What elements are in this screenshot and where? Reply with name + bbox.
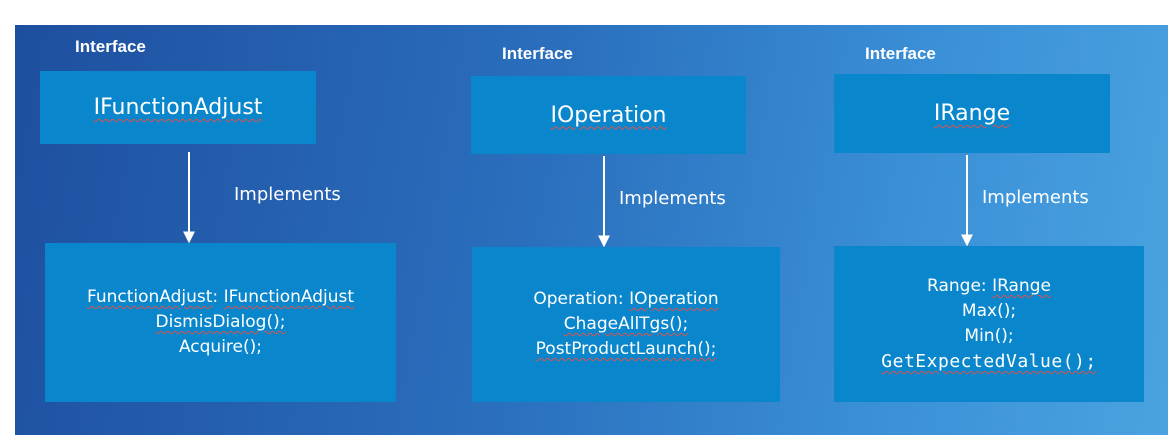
implements-label-3: Implements [982, 187, 1089, 208]
class-interface: IFunctionAdjust [223, 287, 355, 307]
method-name: ChageAllTgs(); [563, 314, 689, 334]
interface-box-irange: IRange [834, 74, 1110, 153]
method-name: Acquire(); [178, 337, 263, 357]
class-sep: : [980, 276, 993, 296]
method-name: DismisDialog(); [155, 312, 286, 332]
class-interface: IOperation [629, 289, 719, 309]
method-line: PostProductLaunch(); [536, 337, 717, 362]
interface-label-3: Interface [865, 44, 936, 63]
method-line: Acquire(); [179, 335, 262, 360]
method-line: GetExpectedValue(); [881, 349, 1096, 374]
interface-name: IRange [933, 101, 1011, 126]
diagram-canvas: Interface IFunctionAdjust Implements Fun… [15, 25, 1168, 435]
class-box-range: Range: IRange Max(); Min(); GetExpectedV… [834, 246, 1144, 402]
interface-label-2: Interface [502, 44, 573, 63]
class-sep: : [617, 289, 630, 309]
interface-label-1: Interface [75, 37, 146, 56]
class-name: Operation [533, 289, 618, 309]
interface-box-ifunctionadjust: IFunctionAdjust [40, 71, 316, 144]
method-line: ChageAllTgs(); [564, 312, 688, 337]
interface-name: IFunctionAdjust [93, 95, 263, 120]
interface-name: IOperation [550, 102, 667, 128]
class-declaration: Range: IRange [927, 274, 1051, 299]
class-declaration: FunctionAdjust: IFunctionAdjust [87, 285, 354, 310]
method-name: PostProductLaunch(); [535, 339, 717, 359]
class-sep: : [212, 287, 224, 307]
implements-label-1: Implements [234, 184, 341, 205]
method-name: Min(); [964, 326, 1014, 346]
class-box-operation: Operation: IOperation ChageAllTgs(); Pos… [472, 247, 780, 402]
class-name: FunctionAdjust [86, 287, 213, 307]
class-name: Range [927, 276, 981, 296]
class-interface: IRange [992, 276, 1051, 296]
class-box-functionadjust: FunctionAdjust: IFunctionAdjust DismisDi… [45, 243, 396, 402]
arrows-layer [183, 152, 973, 248]
class-declaration: Operation: IOperation [533, 287, 718, 312]
interface-box-ioperation: IOperation [471, 76, 746, 154]
method-name: Max(); [961, 301, 1017, 321]
method-line: DismisDialog(); [156, 310, 286, 335]
method-line: Max(); [962, 299, 1016, 324]
method-name: GetExpectedValue(); [881, 351, 1097, 372]
implements-label-2: Implements [619, 188, 726, 209]
method-line: Min(); [964, 324, 1013, 349]
